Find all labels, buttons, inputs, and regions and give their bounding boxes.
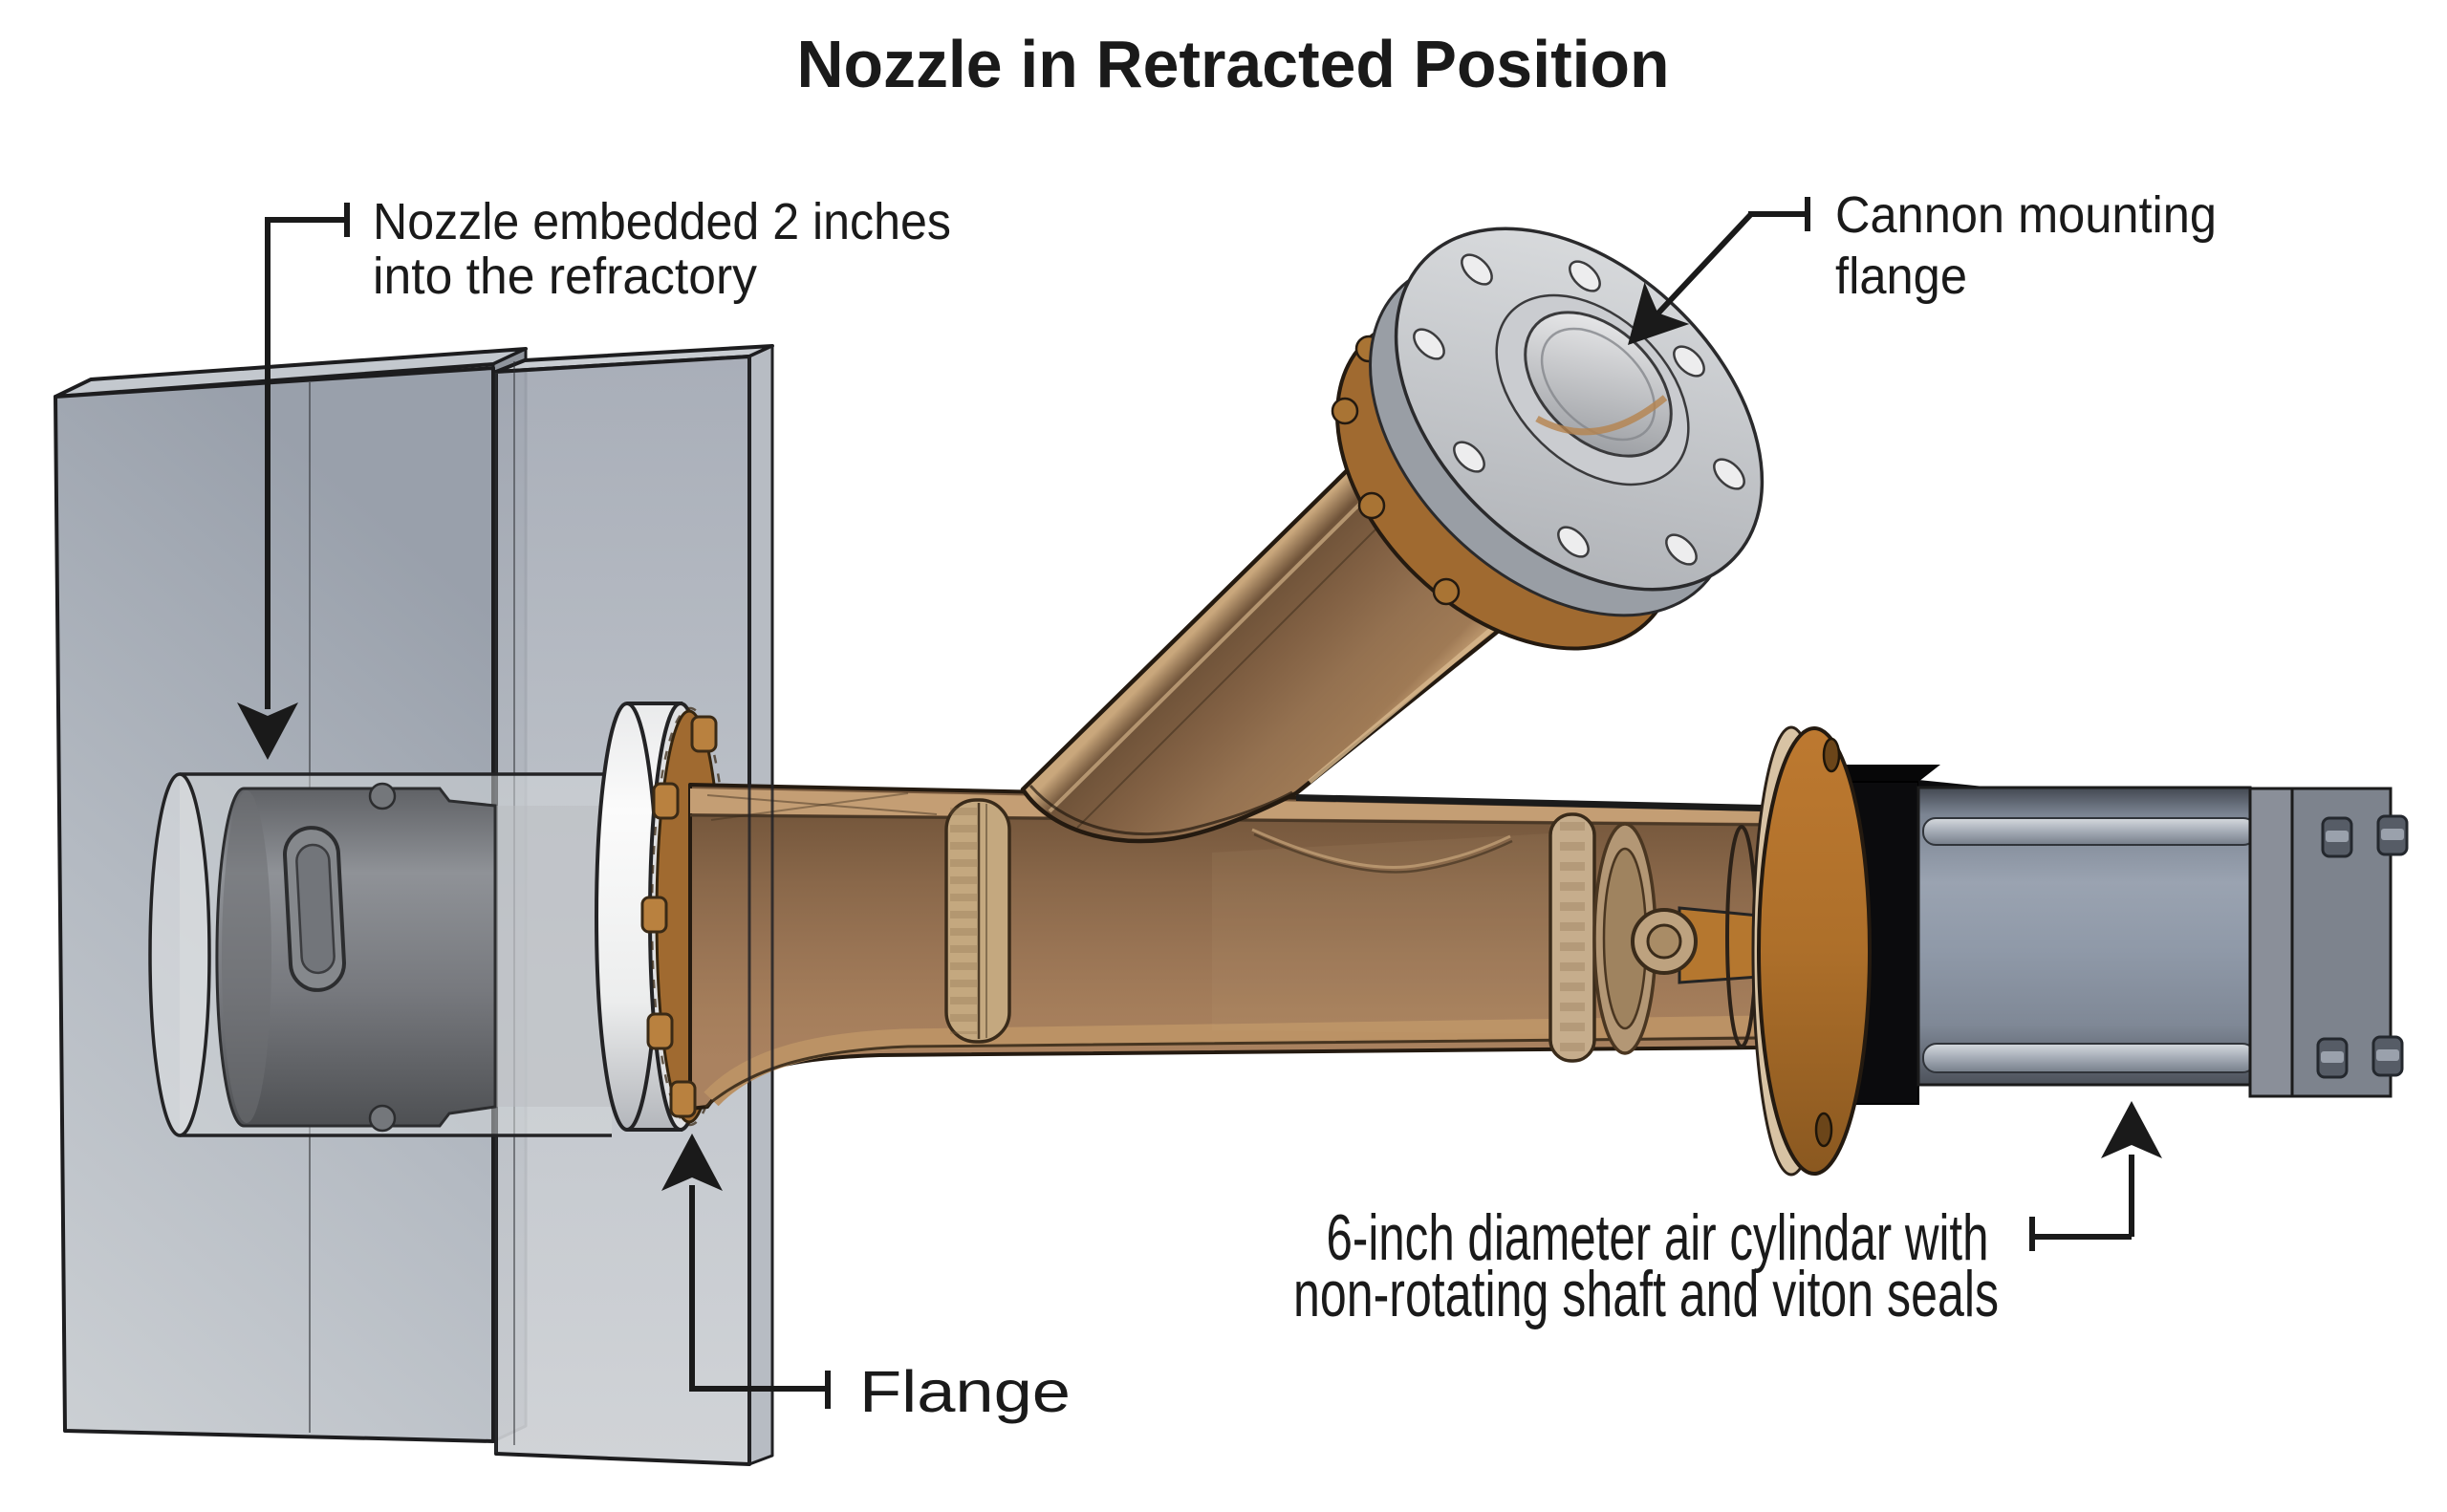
- svg-text:6-inch diameter air cylindar w: 6-inch diameter air cylindar with: [1327, 1201, 1989, 1274]
- svg-text:into the refractory: into the refractory: [373, 248, 757, 305]
- svg-text:non-rotating shaft and viton s: non-rotating shaft and viton seals: [1293, 1258, 1999, 1330]
- svg-text:flange: flange: [1835, 248, 1967, 305]
- svg-text:Cannon mounting: Cannon mounting: [1835, 186, 2217, 244]
- svg-text:Nozzle in Retracted Position: Nozzle in Retracted Position: [797, 27, 1670, 101]
- svg-text:Nozzle embedded 2 inches: Nozzle embedded 2 inches: [373, 193, 951, 250]
- svg-text:Flange: Flange: [859, 1359, 1071, 1424]
